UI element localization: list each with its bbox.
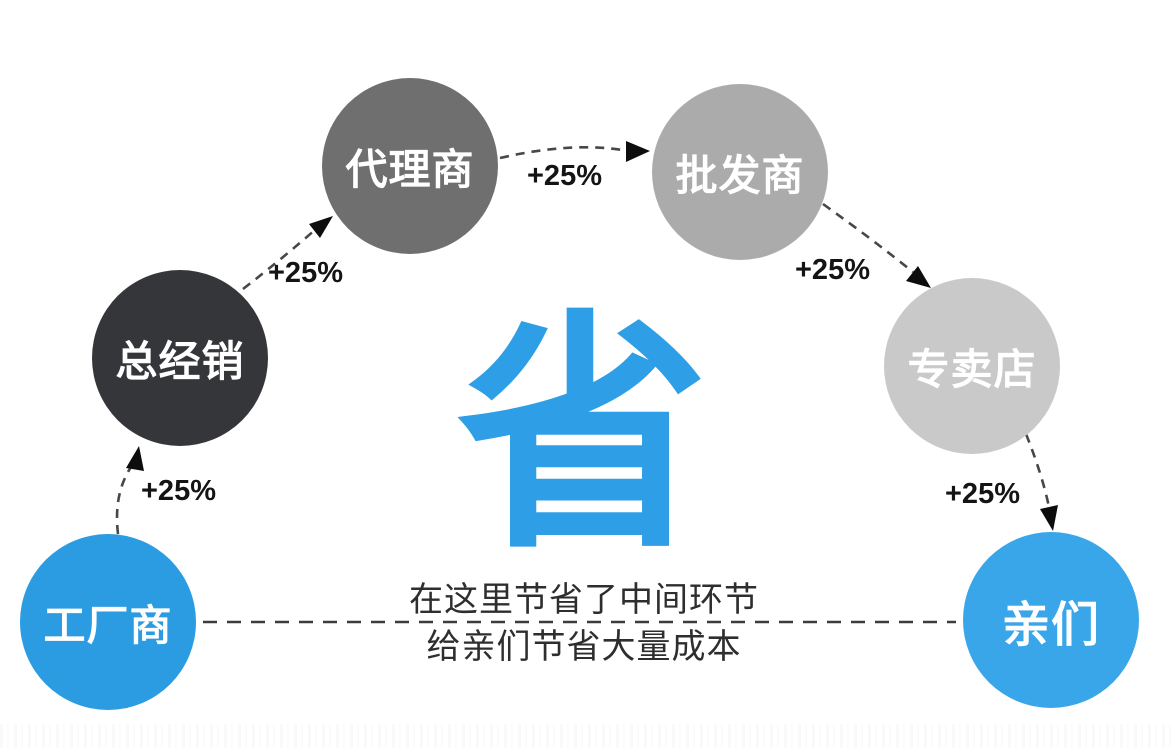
node-agent-label: 代理商 xyxy=(345,145,475,193)
node-customers: 亲们 xyxy=(963,532,1139,708)
node-general-distributor-label: 总经销 xyxy=(115,337,245,385)
node-specialty-store-label: 专卖店 xyxy=(907,345,1037,393)
node-wholesaler: 批发商 xyxy=(652,84,828,260)
node-general-distributor: 总经销 xyxy=(92,270,268,446)
edge-wholesaler-specialty-arrowhead xyxy=(906,266,931,288)
node-agent: 代理商 xyxy=(322,78,498,254)
edge-factory-distributor-line xyxy=(115,463,135,535)
caption-line-1: 在这里节省了中间环节 xyxy=(409,581,759,619)
node-factory: 工厂商 xyxy=(20,534,196,710)
edge-specialty-customers-arrowhead xyxy=(1040,505,1058,531)
markup-label-specialty-customers: +25% xyxy=(945,478,1020,510)
edge-distributor-agent-arrowhead xyxy=(309,216,333,238)
center-save-character: 省 xyxy=(456,296,709,577)
edge-agent-wholesaler-arrowhead xyxy=(626,141,650,162)
markup-label-factory-distributor: +25% xyxy=(141,475,216,507)
edge-distributor-agent-line xyxy=(242,228,317,291)
caption: 在这里节省了中间环节 给亲们节省大量成本 xyxy=(284,577,884,671)
edge-factory-distributor-arrowhead xyxy=(126,446,144,471)
node-customers-label: 亲们 xyxy=(1001,599,1100,652)
caption-line-2: 给亲们节省大量成本 xyxy=(426,628,742,666)
edge-agent-wholesaler-line xyxy=(499,146,629,160)
edge-wholesaler-specialty-line xyxy=(822,202,914,274)
markup-label-agent-wholesaler: +25% xyxy=(527,160,602,192)
node-specialty-store: 专卖店 xyxy=(884,278,1060,454)
edge-specialty-customers-line xyxy=(1024,433,1051,508)
node-wholesaler-label: 批发商 xyxy=(675,151,805,199)
markup-label-wholesaler-specialty: +25% xyxy=(795,254,870,286)
node-factory-label: 工厂商 xyxy=(43,601,173,649)
watermark-noise-band xyxy=(0,724,1172,748)
markup-label-distributor-agent: +25% xyxy=(268,257,343,289)
